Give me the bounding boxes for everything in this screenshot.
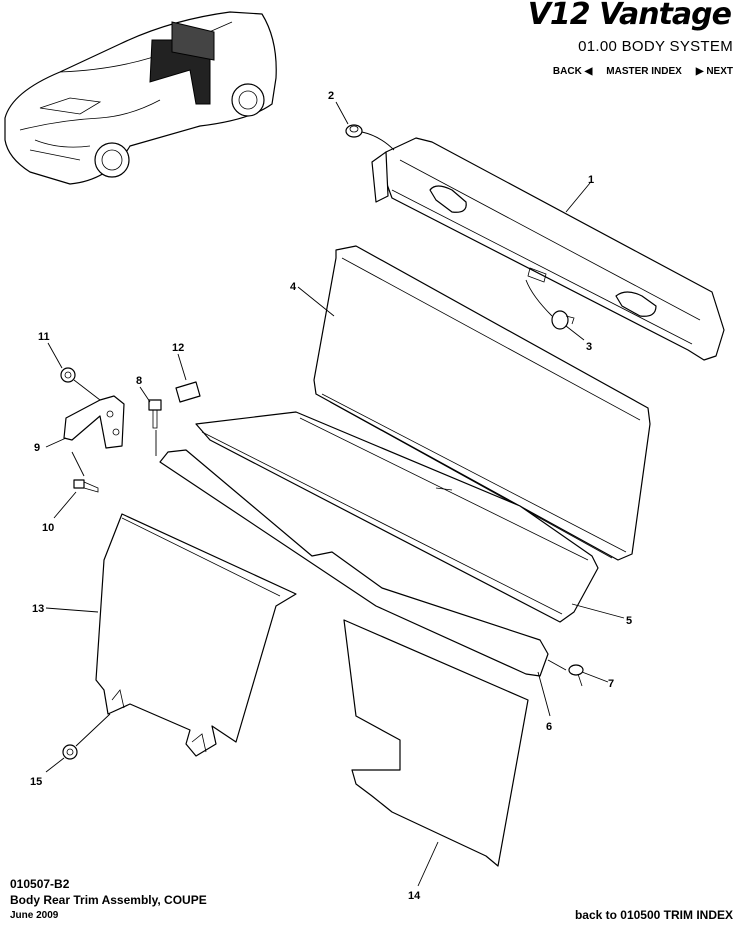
publication-date: June 2009 — [10, 910, 59, 921]
master-index-link[interactable]: MASTER INDEX — [606, 66, 682, 77]
part-5-parcel-shelf — [195, 411, 599, 623]
part-12-foam-pad — [175, 381, 201, 403]
back-arrow-icon: ◀ — [584, 66, 593, 77]
fastener-7-screw — [568, 664, 584, 687]
brand-logo: V12 Vantage — [528, 0, 734, 34]
callout-5: 5 — [626, 615, 632, 627]
brand-logo-text: V12 Vantage — [527, 0, 732, 32]
part-6-rear-filler-strip — [159, 449, 549, 677]
callout-15: 15 — [30, 776, 42, 788]
fastener-2-clip — [345, 124, 363, 138]
fastener-11-nut — [60, 367, 76, 383]
callout-8: 8 — [136, 375, 142, 387]
car-overview-illustration — [4, 11, 277, 185]
fastener-8-bolt — [148, 399, 162, 429]
callout-7: 7 — [608, 678, 614, 690]
trim-index-link[interactable]: back to 010500 TRIM INDEX — [574, 908, 733, 922]
fastener-3-push-clip — [551, 310, 575, 330]
callout-1: 1 — [588, 174, 594, 186]
callout-10: 10 — [42, 522, 54, 534]
callout-11: 11 — [38, 331, 50, 343]
callout-13: 13 — [32, 603, 44, 615]
callout-6: 6 — [546, 721, 552, 733]
callout-9: 9 — [34, 442, 40, 454]
illustration-title: Body Rear Trim Assembly, COUPE — [10, 893, 207, 907]
callout-labels: 1 2 3 4 5 6 7 8 9 10 11 12 13 14 15 — [30, 90, 632, 902]
fastener-10-bolt — [73, 479, 99, 493]
part-4-rear-divider-screen — [313, 245, 651, 561]
part-9-bracket — [63, 395, 125, 449]
part-13-left-trim-panel — [95, 513, 297, 757]
callout-14: 14 — [408, 890, 421, 902]
next-arrow-icon: ▶ — [695, 66, 704, 77]
callout-3: 3 — [586, 341, 592, 353]
illustration-code: 010507-B2 — [10, 877, 70, 891]
fastener-15-nut — [62, 744, 78, 760]
section-title: 01.00 BODY SYSTEM — [578, 38, 733, 55]
part-14-right-trim-panel — [343, 619, 529, 867]
part-1-rear-parcel-trim — [371, 137, 725, 361]
callout-4: 4 — [290, 281, 297, 293]
callout-2: 2 — [328, 90, 334, 102]
callout-12: 12 — [172, 342, 184, 354]
nav-bar: BACK ◀ MASTER INDEX ▶ NEXT — [553, 66, 733, 77]
next-link[interactable]: ▶ NEXT — [695, 66, 733, 77]
back-link[interactable]: BACK ◀ — [552, 66, 593, 77]
leader-lines — [45, 101, 625, 887]
